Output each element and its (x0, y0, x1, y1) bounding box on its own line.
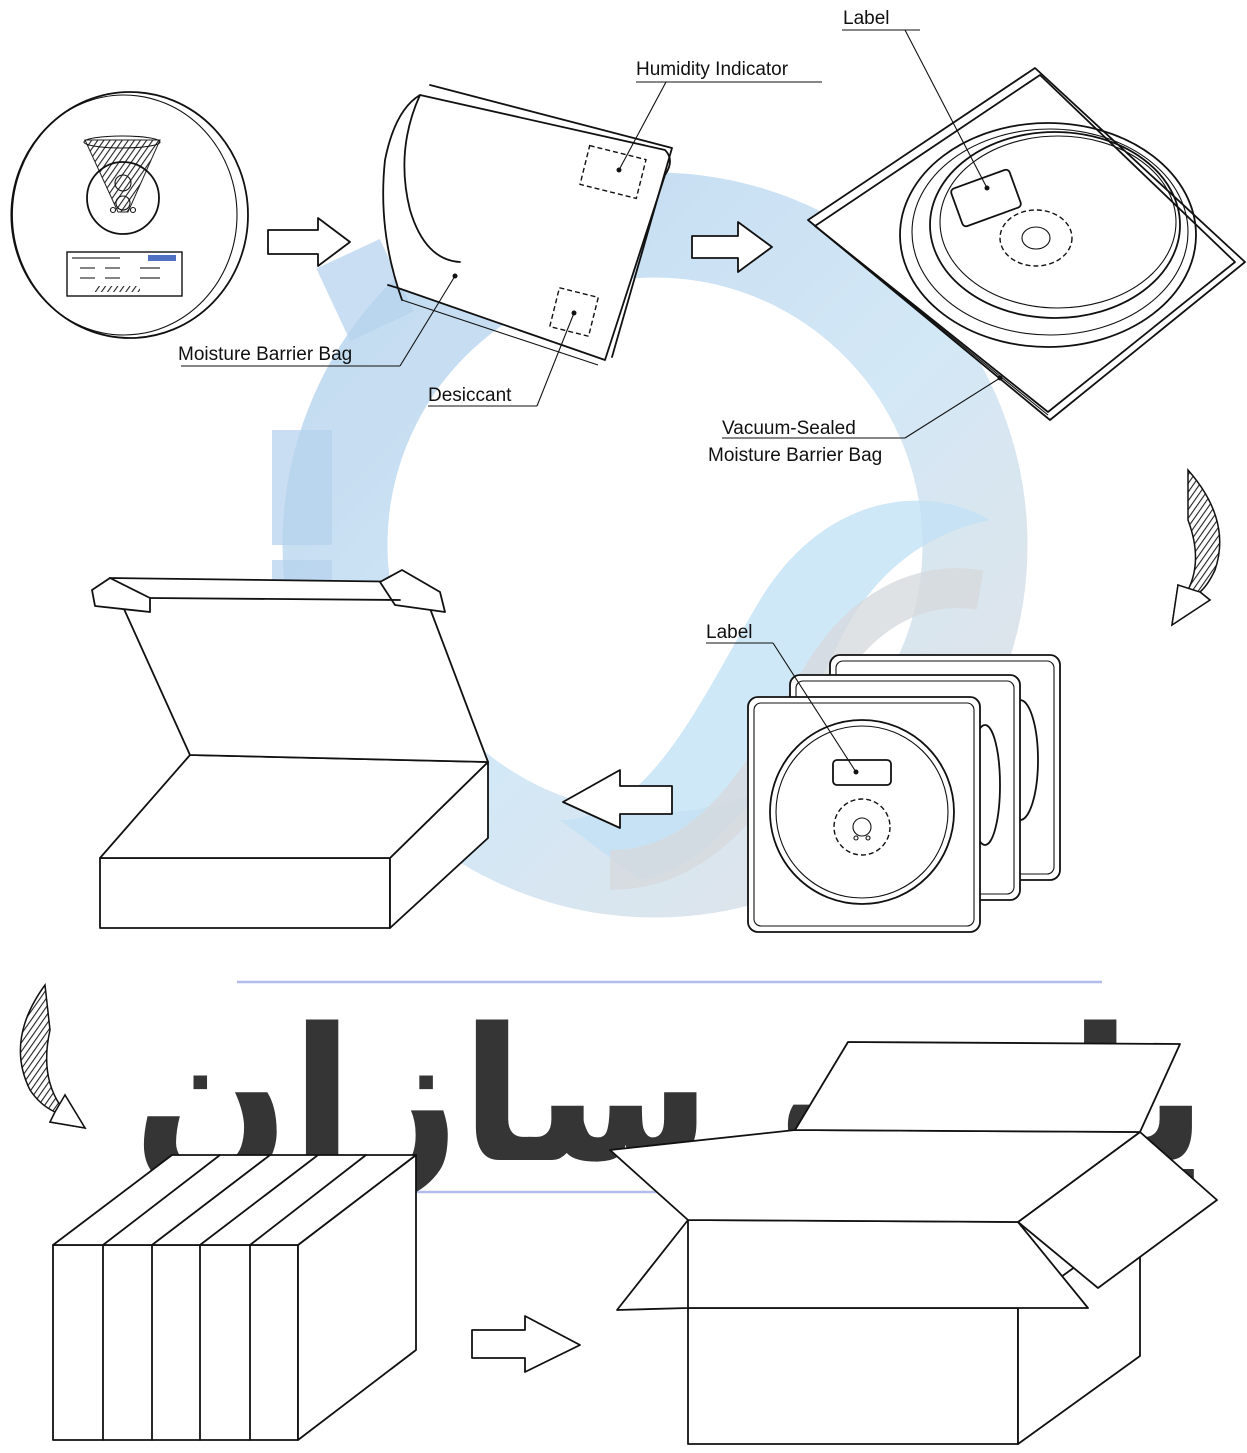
stacked-sealed-reels-icon (748, 655, 1060, 932)
moisture-barrier-bag-label: Moisture Barrier Bag (178, 344, 352, 365)
boxes-stack-icon (53, 1155, 416, 1440)
humidity-indicator-label: Humidity Indicator (636, 59, 789, 80)
label-top: Label (843, 8, 890, 29)
step-arrow-bottom (472, 1316, 580, 1372)
tape-reel-icon (11, 92, 248, 338)
vacuum-sealed-label-line1: Vacuum-Sealed (722, 418, 856, 439)
carton-box-icon (92, 570, 488, 928)
curved-down-arrow-icon-2 (20, 985, 85, 1128)
reel-barcode-label (67, 252, 182, 296)
vacuum-sealed-label-line2: Moisture Barrier Bag (708, 445, 882, 466)
desiccant-label: Desiccant (428, 385, 512, 406)
curved-down-arrow-icon (1172, 470, 1220, 625)
label-middle: Label (706, 622, 753, 643)
